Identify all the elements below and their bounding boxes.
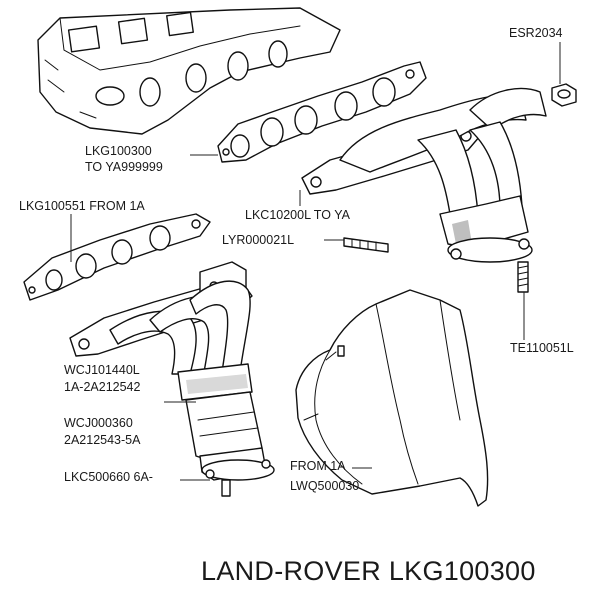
label-lkg100300-range: TO YA999999	[85, 160, 163, 174]
part-labels: ESR2034 LKG100300 TO YA999999 LKG100551 …	[19, 26, 574, 493]
cylinder-head	[37, 7, 341, 135]
label-lkg100300: LKG100300	[85, 144, 152, 158]
stud-te110051l	[517, 261, 529, 293]
label-lwq500030: LWQ500030	[290, 479, 359, 493]
manifold-upper	[301, 87, 547, 263]
label-esr2034: ESR2034	[509, 26, 563, 40]
brand-part-number: LAND-ROVER LKG100300	[201, 556, 536, 586]
label-lyr000021l: LYR000021L	[222, 233, 294, 247]
label-lkc500660: LKC500660 6A-	[64, 470, 153, 484]
label-wcj000360: WCJ000360	[64, 416, 133, 430]
leader-lines	[70, 42, 561, 481]
label-lkc10200l: LKC10200L TO YA	[245, 208, 351, 222]
label-wcj000360-range: 2A212543-5A	[64, 433, 141, 447]
label-lkg100551: LKG100551 FROM 1A	[19, 199, 145, 213]
label-lwq-from: FROM 1A	[290, 459, 346, 473]
label-wcj101440l-range: 1A-2A212542	[64, 380, 141, 394]
label-wcj101440l: WCJ101440L	[64, 363, 140, 377]
gasket-lower	[23, 213, 211, 301]
heat-shield	[295, 289, 489, 507]
manifold-lower	[69, 261, 275, 497]
gasket-upper	[217, 61, 427, 163]
label-te110051l: TE110051L	[510, 341, 574, 355]
nut-esr2034	[551, 83, 577, 107]
stud-lyr000021l	[343, 237, 389, 253]
